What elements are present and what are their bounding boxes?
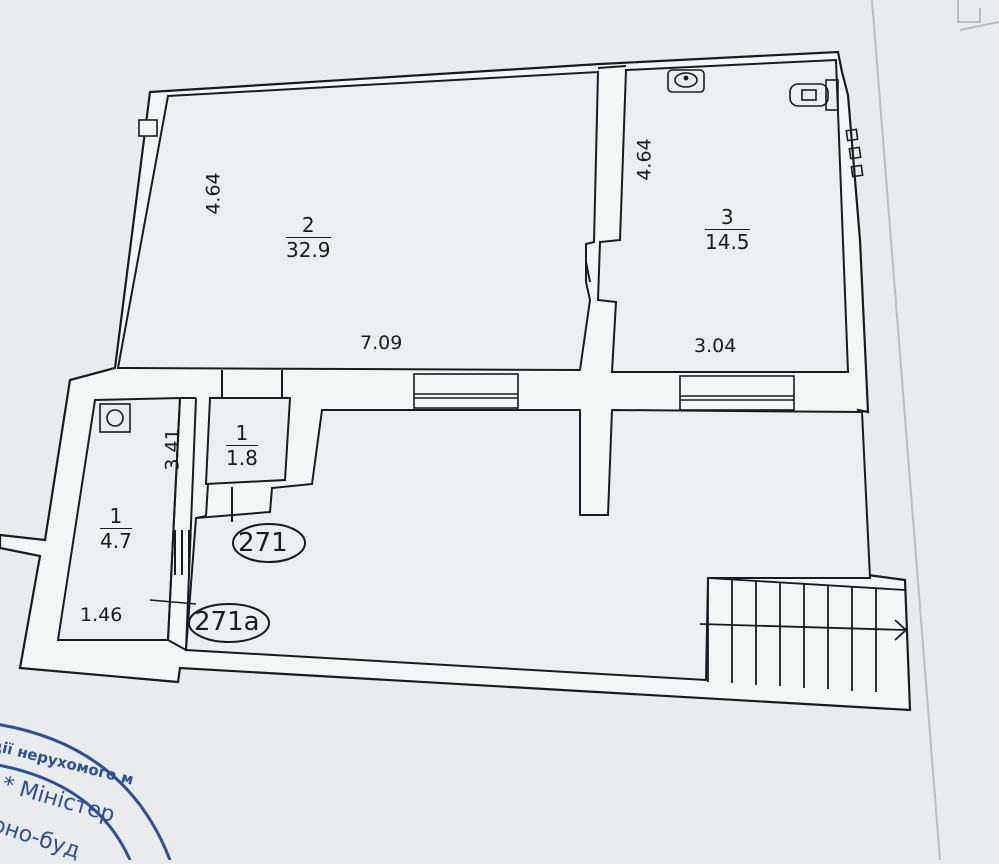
toilet-icon <box>789 79 839 111</box>
room-1-small-area <box>204 397 292 486</box>
window-top-left <box>138 119 158 137</box>
dim-left-width: 1.46 <box>80 604 123 626</box>
room-3-number: 3 <box>705 207 750 230</box>
dim-room2-width: 7.09 <box>360 332 403 354</box>
room-2-label: 2 32.9 <box>286 215 331 261</box>
room-interiors <box>56 58 872 682</box>
window-right <box>679 375 795 411</box>
room-3-area <box>596 58 850 373</box>
room-3-area-value: 14.5 <box>705 230 750 254</box>
partitions <box>167 65 627 651</box>
lot-tag-271: 271 <box>238 528 288 558</box>
doorway-marks <box>585 261 591 283</box>
stairs-icon <box>699 577 908 692</box>
boiler-icon <box>99 403 131 433</box>
room-1-left-area-value: 4.7 <box>100 529 132 553</box>
room-1-left-label: 1 4.7 <box>100 506 132 552</box>
dim-room2-height: 4.64 <box>202 172 225 215</box>
room-2-area <box>116 70 600 372</box>
leader-lines <box>149 599 197 605</box>
window-left <box>413 373 519 409</box>
sanitary-fixtures <box>99 69 864 433</box>
official-stamp <box>0 723 172 860</box>
lot-tag-271a: 271a <box>194 607 260 637</box>
room-1-small-area-value: 1.8 <box>226 446 258 470</box>
room-1-small-label: 1 1.8 <box>226 423 258 469</box>
paper-fold-lines <box>871 0 999 860</box>
room-1-small-number: 1 <box>226 423 258 446</box>
dim-room3-width: 3.04 <box>694 335 737 357</box>
dim-room3-height: 4.64 <box>633 138 656 181</box>
radiator-icon <box>845 128 864 178</box>
room-2-area-value: 32.9 <box>286 238 331 262</box>
tag-ellipses <box>188 523 306 643</box>
dim-left-height: 3.41 <box>161 428 184 471</box>
room-3-label: 3 14.5 <box>705 207 750 253</box>
washbasin-icon <box>667 69 705 93</box>
room-1-left-number: 1 <box>100 506 132 529</box>
room-2-number: 2 <box>286 215 331 238</box>
windows <box>138 119 795 411</box>
